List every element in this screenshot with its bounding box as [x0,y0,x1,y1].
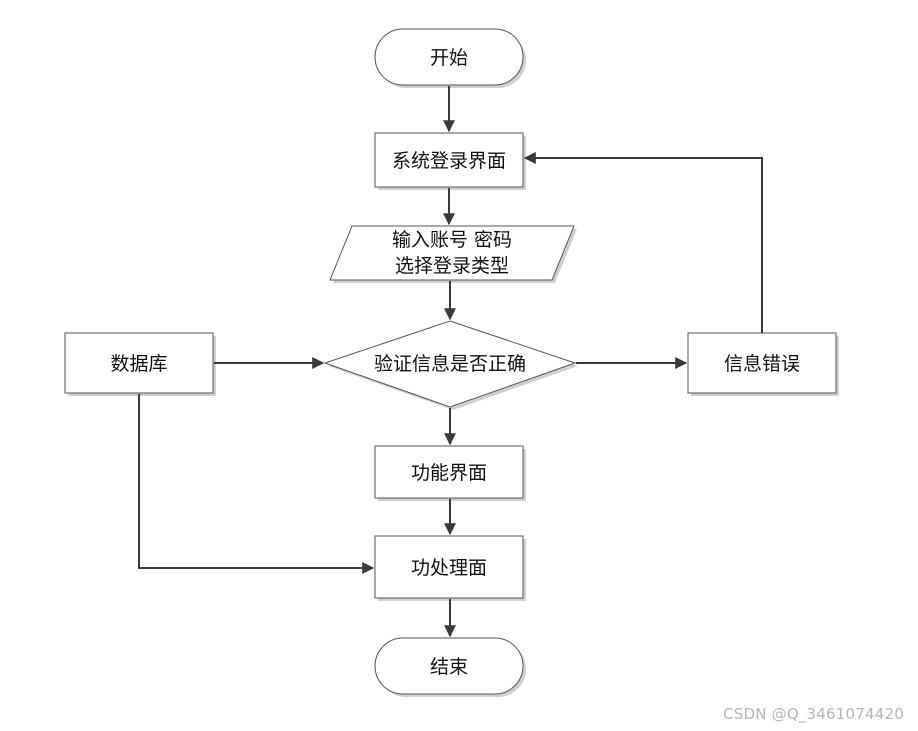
database-node: 数据库 [64,332,216,396]
input-label-line2: 选择登录类型 [395,255,509,277]
function-page-label: 功能界面 [411,462,487,484]
input-label-line1: 输入账号 密码 [392,229,512,251]
process-page-node: 功处理面 [374,535,526,601]
login-page-label: 系统登录界面 [392,150,506,172]
function-page-node: 功能界面 [374,445,526,501]
arrow-error-to-login [523,152,763,333]
arrow-database-to-process [138,394,375,574]
start-node: 开始 [374,28,526,88]
database-label: 数据库 [110,353,167,375]
input-node: 输入账号 密码 选择登录类型 [329,225,577,283]
csdn-watermark: CSDN @Q_3461074420 [723,705,904,723]
verify-label: 验证信息是否正确 [374,353,526,375]
login-page-node: 系统登录界面 [374,132,526,190]
end-node: 结束 [374,637,526,697]
start-label: 开始 [430,47,468,69]
process-page-label: 功处理面 [411,557,487,579]
verify-decision-node: 验证信息是否正确 [323,320,578,410]
error-node: 信息错误 [687,332,839,396]
error-label: 信息错误 [724,353,800,375]
end-label: 结束 [430,656,468,678]
